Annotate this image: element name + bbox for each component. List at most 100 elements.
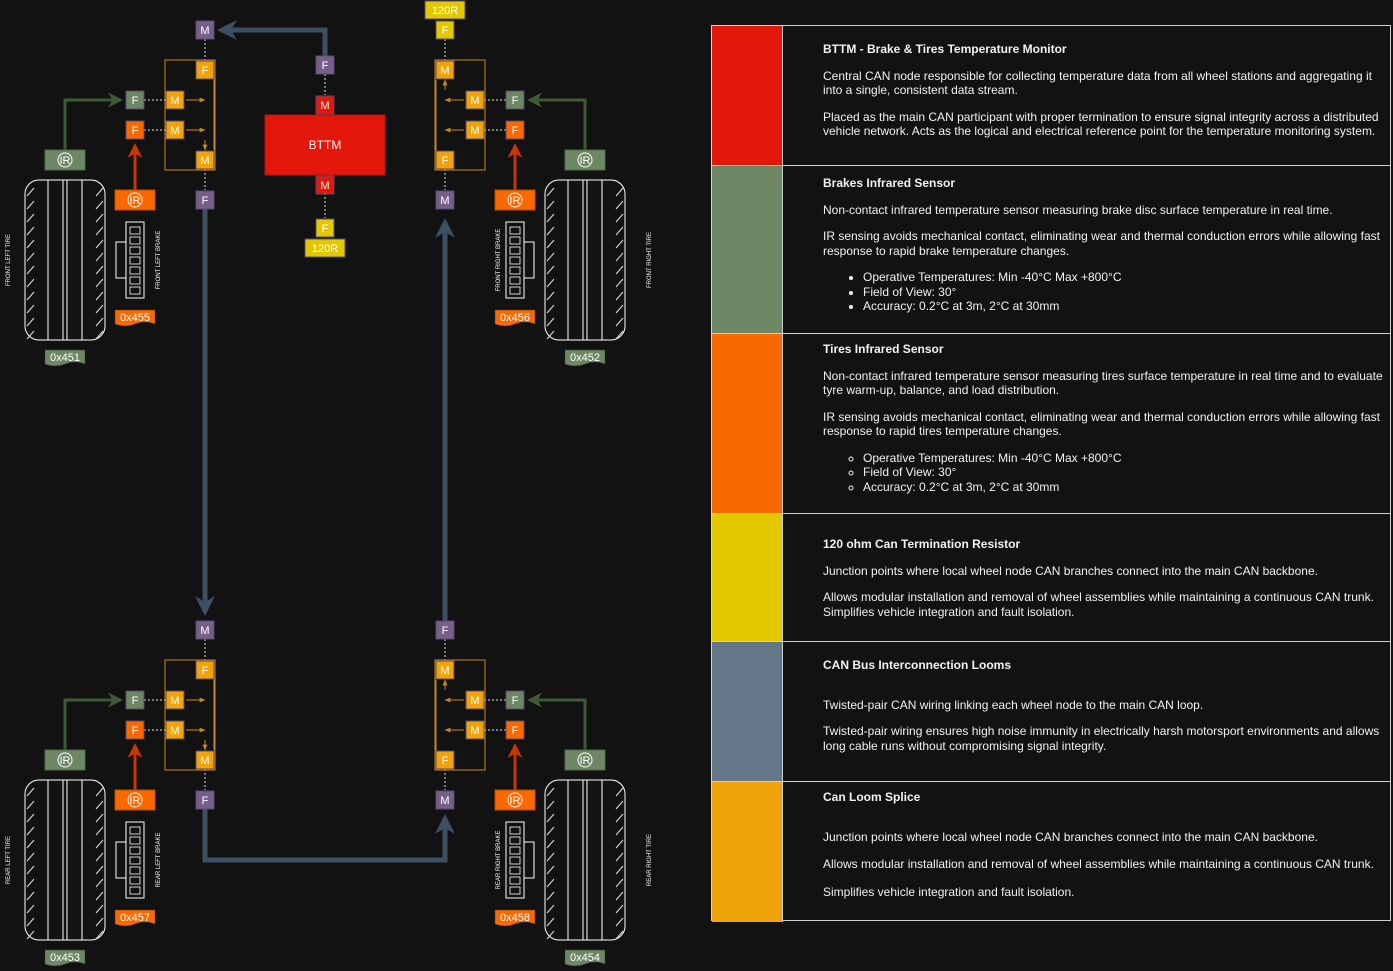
loom-connector-f-label: F — [202, 795, 209, 807]
splice-m — [195, 150, 215, 170]
resistor-120r — [304, 238, 346, 258]
splice-m-label: M — [170, 125, 179, 137]
loom-connector-m-label: M — [440, 795, 449, 807]
tire-ir-sensor-lens-icon — [507, 192, 523, 208]
tire-ir-connector-label: F — [512, 125, 519, 137]
legend-text: BTTM - Brake & Tires Temperature Monitor… — [823, 42, 1386, 151]
brake-label: FRONT RIGHT BRAKE — [496, 229, 502, 292]
legend-bullet: Operative Temperatures: Min -40°C Max +8… — [863, 451, 1386, 466]
resistor-120r-label: 120R — [312, 243, 338, 255]
splice-m — [435, 660, 455, 680]
bttm-m-connector-label: M — [320, 100, 329, 112]
tire-ir-connector-label: F — [512, 725, 519, 737]
resistor-120r-label: 120R — [432, 5, 458, 17]
legend-title: Brakes Infrared Sensor — [823, 176, 956, 190]
resistor-connector-label: F — [442, 25, 449, 37]
tire-ir-sensor-label: IR — [130, 795, 141, 807]
brake-id-tag — [494, 909, 536, 927]
legend-title: Can Loom Splice — [823, 790, 921, 804]
brake-id-tag — [114, 909, 156, 927]
tire-ir-sensor — [114, 189, 156, 211]
tire-id-tag-label: 0x452 — [570, 352, 600, 364]
tire-ir-sensor-lens-icon — [127, 792, 143, 808]
brake-label: REAR LEFT BRAKE — [156, 833, 162, 888]
loom-connector-f — [435, 620, 455, 640]
brake-ir-connector-label: F — [512, 95, 519, 107]
brake-ir-sensor — [564, 149, 606, 171]
splice-m — [165, 720, 185, 740]
splice-frame — [434, 659, 486, 771]
loom-connector-f-label: F — [322, 60, 329, 72]
tire-ir-connector — [125, 120, 145, 140]
legend-swatch — [712, 26, 783, 165]
legend-row: BTTM - Brake & Tires Temperature Monitor… — [712, 26, 1390, 166]
splice-f — [195, 60, 215, 80]
brake-ir-sensor-lens-icon — [577, 752, 593, 768]
brake-ir-connector-label: F — [132, 95, 139, 107]
brake-ir-sensor-lens-icon — [577, 152, 593, 168]
legend-bullet: Operative Temperatures: Min -40°C Max +8… — [863, 270, 1386, 285]
legend-paragraph: Twisted-pair CAN wiring linking each whe… — [823, 697, 1204, 712]
splice-frame — [164, 659, 216, 771]
brake-id-tag — [494, 309, 536, 327]
splice-f-label: F — [442, 755, 449, 767]
splice-m — [165, 690, 185, 710]
legend-title: Tires Infrared Sensor — [823, 342, 944, 356]
loom-connector-m — [435, 190, 455, 210]
tire-fr — [544, 179, 626, 341]
legend-bullet: Accuracy: 0.2°C at 3m, 2°C at 30mm — [863, 480, 1386, 495]
legend-title: CAN Bus Interconnection Looms — [823, 658, 1012, 672]
splice-f-label: F — [202, 65, 209, 77]
dotted-links — [484, 699, 506, 731]
splice-internal-links — [186, 70, 215, 151]
tire-ir-connector — [505, 120, 525, 140]
tire-rr — [544, 779, 626, 941]
splice-m — [465, 690, 485, 710]
tire-label: FRONT RIGHT TIRE — [647, 232, 653, 288]
legend-bullets: Operative Temperatures: Min -40°C Max +8… — [823, 451, 1386, 495]
legend-bullet: Field of View: 30° — [863, 285, 1386, 300]
tire-ir-connector-label: F — [132, 725, 139, 737]
tire-id-tag-label: 0x454 — [570, 952, 600, 964]
brake-ir-connector — [505, 90, 525, 110]
splice-f-label: F — [202, 665, 209, 677]
brake-sensor-wire — [527, 92, 587, 150]
legend-bullets: Operative Temperatures: Min -40°C Max +8… — [823, 270, 1386, 314]
splice-m-label: M — [440, 665, 449, 677]
splice-m-label: M — [200, 155, 209, 167]
legend-paragraph: Simplifies vehicle integration and fault… — [823, 884, 1075, 899]
brake-rr — [505, 821, 535, 899]
resistor-connector-label: F — [322, 223, 329, 235]
legend-paragraph: Placed as the main CAN participant with … — [823, 109, 1379, 139]
tire-ir-sensor-lens-icon — [127, 192, 143, 208]
loom-connector-f-label: F — [442, 625, 449, 637]
splice-m-label: M — [170, 95, 179, 107]
dotted-links — [484, 99, 506, 131]
brake-ir-connector-label: F — [512, 695, 519, 707]
tire-ir-sensor-label: IR — [510, 795, 521, 807]
brake-ir-connector-label: F — [132, 695, 139, 707]
splice-internal-links — [186, 670, 215, 751]
bttm-m-connector — [315, 175, 335, 195]
legend-swatch — [712, 782, 783, 922]
tire-id-tag — [44, 949, 86, 967]
tire-ir-sensor-label: IR — [130, 195, 141, 207]
legend-paragraph: IR sensing avoids mechanical contact, el… — [823, 229, 1380, 258]
tire-ir-connector-label: F — [132, 125, 139, 137]
tire-ir-sensor-label: IR — [510, 195, 521, 207]
splice-f — [435, 750, 455, 770]
bttm-m-connector-label: M — [320, 180, 329, 192]
legend-paragraph: Non-contact infrared temperature sensor … — [823, 368, 1383, 398]
tire-fl — [24, 179, 106, 341]
tire-ir-sensor — [114, 789, 156, 811]
dotted-links — [144, 699, 166, 731]
splice-m-label: M — [440, 65, 449, 77]
splice-m-label: M — [170, 725, 179, 737]
splice-m-label: M — [200, 755, 209, 767]
brake-id-tag-label: 0x455 — [120, 312, 150, 324]
legend-bullet: Field of View: 30° — [863, 465, 1386, 480]
tire-ir-connector — [125, 720, 145, 740]
resistor-connector — [315, 218, 335, 238]
